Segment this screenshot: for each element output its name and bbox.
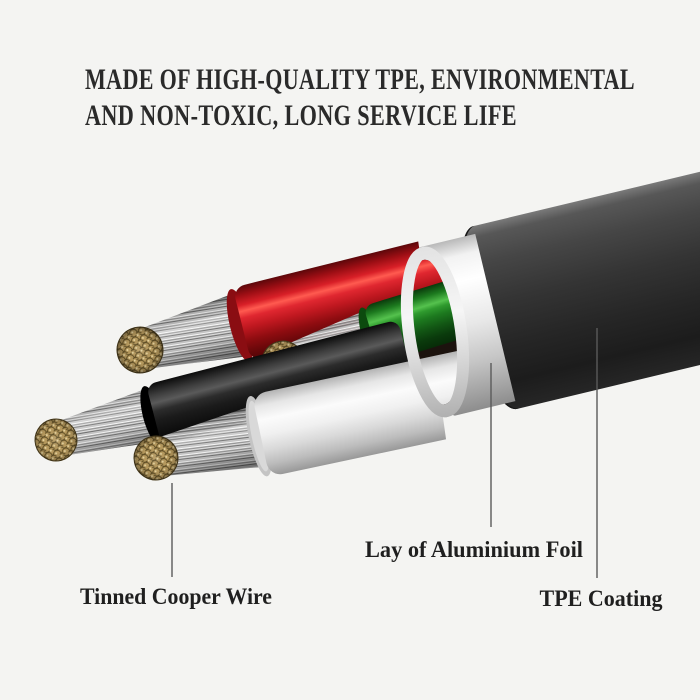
aluminium-foil-rim — [400, 246, 470, 418]
tpe-jacket — [461, 163, 700, 410]
white-wire-cut-ring-inner — [248, 400, 269, 472]
red-wire-copper-tip-shading — [117, 327, 163, 373]
aluminium-foil-rim-group — [400, 246, 470, 418]
black-wire-cut-ring — [140, 386, 164, 445]
white-wire-insulation — [254, 350, 487, 475]
tinned-copper-label: Tinned Cooper Wire — [80, 584, 272, 609]
aluminium-foil-label: Lay of Aluminium Foil — [365, 537, 583, 562]
white-wire-copper-tip-shading — [134, 436, 178, 480]
black-wire — [34, 321, 412, 462]
red-wire-insulation — [235, 239, 453, 359]
black-wire-insulation — [148, 321, 412, 443]
tpe-jacket-tube — [461, 163, 700, 410]
title-block: MADE OF HIGH-QUALITY TPE, ENVIRONMENTAL … — [85, 63, 635, 132]
red-wire-strand-shading — [137, 294, 247, 369]
red-wire — [116, 239, 453, 374]
title-line-1: MADE OF HIGH-QUALITY TPE, ENVIRONMENTAL — [85, 63, 635, 96]
callout-lines — [171, 328, 598, 578]
white-wire — [133, 350, 487, 481]
black-wire-strand-shading — [53, 389, 158, 456]
tpe-coating-label: TPE Coating — [540, 586, 663, 611]
black-wire-copper-tip-shading — [35, 419, 77, 461]
callout-labels: Tinned Cooper Wire Lay of Aluminium Foil… — [80, 537, 663, 611]
white-wire-strand-shading — [154, 406, 265, 477]
title-line-2: AND NON-TOXIC, LONG SERVICE LIFE — [85, 99, 517, 132]
